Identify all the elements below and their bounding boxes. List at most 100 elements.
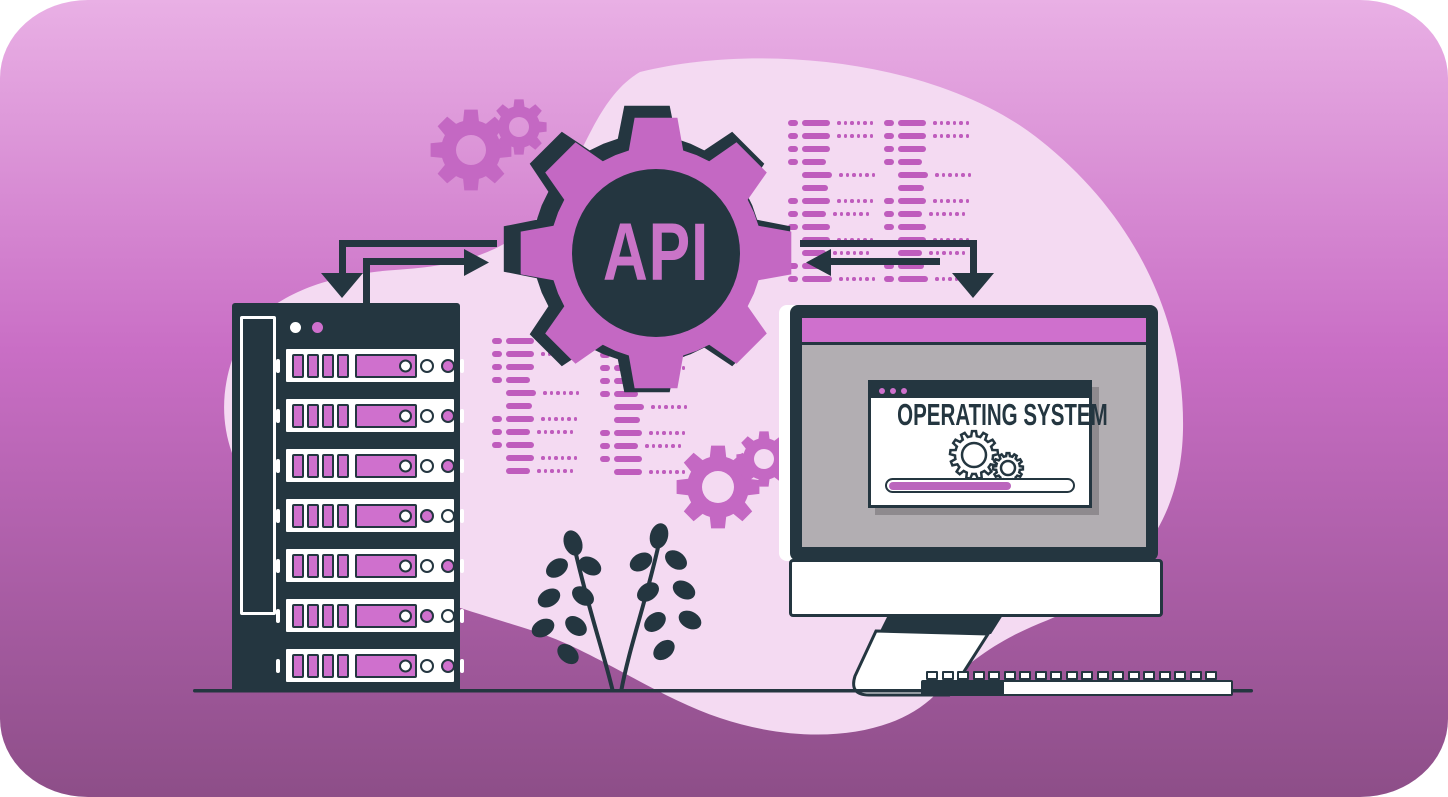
led-indicator: [441, 358, 455, 373]
drive-bar: [307, 403, 319, 428]
led-indicator: [420, 558, 434, 573]
keyboard-dark-section: [923, 682, 1004, 694]
drive-bar: [292, 653, 304, 678]
keyboard-key: [1158, 671, 1171, 680]
drive-bar: [292, 503, 304, 528]
rack-tick: [460, 358, 464, 373]
drive-bar: [337, 653, 349, 678]
arrow-server-to-api-icon: [363, 249, 489, 305]
keyboard-key: [1205, 671, 1217, 680]
window-dot: [890, 387, 896, 394]
server-unit: [276, 397, 464, 434]
led-indicator: [420, 408, 434, 423]
monitor: OPERATING SYSTEM: [790, 305, 1158, 561]
monitor-topbar: [802, 318, 1146, 342]
drive-bay: [355, 653, 417, 678]
drive-bar: [322, 503, 334, 528]
keyboard-key: [941, 671, 954, 680]
server-unit: [276, 347, 464, 384]
drive-bar: [307, 653, 319, 678]
drive-bar: [307, 453, 319, 478]
drive-bar: [292, 453, 304, 478]
led-indicator: [441, 608, 455, 623]
server-unit-panel: [284, 397, 456, 434]
keyboard: [921, 680, 1233, 696]
window-dot: [901, 387, 907, 394]
led-indicator: [420, 608, 434, 623]
drive-bar: [307, 603, 319, 628]
monitor-screen: OPERATING SYSTEM: [802, 345, 1146, 547]
server-unit-panel: [284, 347, 456, 384]
server-unit: [276, 447, 464, 484]
keyboard-key: [1127, 671, 1140, 680]
gear-icon: [491, 99, 547, 155]
arrow-api-to-server-icon: [321, 240, 497, 298]
drive-bay: [355, 503, 417, 528]
keyboard-key: [988, 671, 1000, 680]
server-unit-panel: [284, 597, 456, 634]
server-status-dots: [290, 322, 323, 333]
keyboard-key: [972, 671, 985, 680]
keyboard-key: [1112, 671, 1124, 680]
drive-bar: [337, 453, 349, 478]
rack-tick: [460, 408, 464, 423]
drive-bar: [337, 403, 349, 428]
server-unit: [276, 497, 464, 534]
keyboard-key: [1096, 671, 1109, 680]
server-unit-panel: [284, 647, 456, 684]
monitor-chin: [789, 559, 1163, 617]
rack-tick: [276, 408, 280, 423]
drive-bay: [355, 403, 417, 428]
led-indicator: [420, 508, 434, 523]
keyboard-key: [1081, 671, 1093, 680]
arrow-api-to-monitor-icon: [800, 240, 994, 298]
drive-bar: [337, 503, 349, 528]
rack-tick: [276, 658, 280, 673]
keyboard-key: [1034, 671, 1047, 680]
drive-bay: [355, 453, 417, 478]
drive-bar: [307, 353, 319, 378]
led-indicator: [441, 508, 455, 523]
os-window: OPERATING SYSTEM: [868, 380, 1108, 508]
drive-bay: [355, 603, 417, 628]
led-indicator: [441, 558, 455, 573]
drive-bar: [292, 553, 304, 578]
led-indicator: [420, 458, 434, 473]
drive-bar: [292, 603, 304, 628]
keyboard-key: [926, 671, 938, 680]
gear-icon: [991, 451, 1025, 481]
gear-icon: [676, 445, 760, 529]
server-side-panel: [240, 316, 276, 615]
server-rack: [232, 303, 464, 692]
window-dot: [879, 387, 885, 394]
keyboard-key: [1189, 671, 1202, 680]
drive-bar: [322, 603, 334, 628]
led-indicator: [441, 458, 455, 473]
drive-bar: [307, 553, 319, 578]
monitor-stand: [852, 615, 1003, 697]
progress-fill: [888, 481, 1012, 490]
drive-bar: [292, 353, 304, 378]
plant: [531, 523, 702, 693]
os-window-titlebar: [871, 383, 1089, 398]
server-units: [276, 347, 464, 684]
drive-bar: [337, 603, 349, 628]
led-indicator: [420, 658, 434, 673]
drive-bar: [307, 503, 319, 528]
status-dot-white: [290, 322, 301, 333]
rack-tick: [460, 558, 464, 573]
rack-tick: [460, 658, 464, 673]
rack-tick: [276, 508, 280, 523]
status-dot-purple: [312, 322, 323, 333]
keyboard-key: [957, 671, 969, 680]
drive-bar: [292, 403, 304, 428]
drive-bar: [322, 553, 334, 578]
drive-bar: [322, 353, 334, 378]
rack-tick: [460, 458, 464, 473]
keyboard-key: [1065, 671, 1078, 680]
gears-slot: [430, 99, 792, 529]
rack-tick: [460, 608, 464, 623]
os-window-title: OPERATING SYSTEM: [897, 398, 1108, 432]
